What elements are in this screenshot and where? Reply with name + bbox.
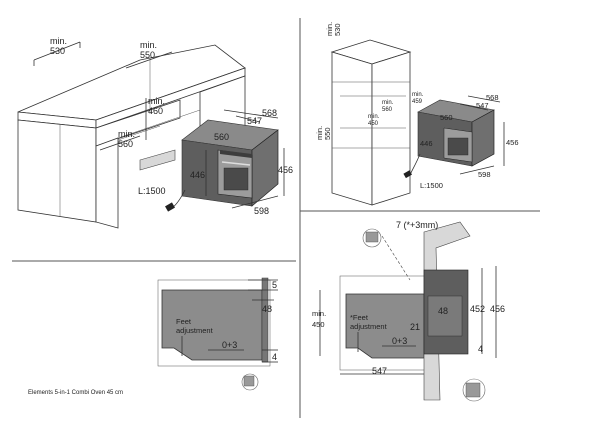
br-dim-547: 547 — [372, 366, 387, 376]
dim-min-560-b: 560 — [118, 139, 133, 149]
dim-min-550-a: min. — [140, 40, 157, 50]
bl-feet-a: Feet — [176, 317, 192, 326]
dim-min-460-b: 460 — [148, 106, 163, 116]
br-detail-top — [362, 228, 382, 248]
tr-min-560-a: min. — [382, 100, 394, 106]
tall-cab-side — [371, 51, 411, 206]
tr-min-560-b: 560 — [382, 107, 393, 113]
dim-568: 568 — [262, 108, 277, 118]
br-adj: 0+3 — [392, 336, 407, 346]
br-dim-21: 21 — [410, 322, 420, 332]
br-dim-4: 4 — [478, 344, 483, 354]
bl-detail-circle — [241, 373, 259, 391]
tr-min-450-a: min. — [368, 114, 380, 120]
dim-min-530-b: 530 — [50, 46, 65, 56]
br-feet-a: *Feet — [350, 313, 369, 322]
br-cabinet-wall — [423, 221, 471, 401]
tr-plug-icon — [403, 170, 412, 179]
br-dim-452: 452 — [470, 304, 485, 314]
tr-min-550-b: 550 — [323, 127, 332, 140]
br-min-450-a: min. — [312, 309, 326, 318]
bl-front-panel — [261, 277, 269, 363]
br-detail-bottom — [462, 378, 486, 402]
panel-top-right: min. 530 min. 459 min. 560 min. 450 min.… — [315, 22, 519, 206]
br-gap: 7 (*+3mm) — [396, 220, 438, 230]
tr-min-459-a: min. — [412, 92, 424, 98]
tr-dim-456: 456 — [506, 138, 519, 147]
bl-niche — [157, 279, 271, 367]
cabinet-rail — [95, 99, 181, 147]
tr-min-530-b: 530 — [333, 23, 342, 36]
dim-min-530-a: min. — [50, 36, 67, 46]
dim-min-550-b: 550 — [140, 50, 155, 60]
tr-power-cable — [409, 153, 421, 176]
br-dim-48: 48 — [438, 306, 448, 316]
dim-547: 547 — [247, 116, 262, 126]
panel-bottom-left: 5 48 4 Feet adjustment 0+3 — [157, 277, 278, 391]
panel-top-left: min. 530 min. 550 min. 460 min. 560 568 … — [17, 36, 293, 229]
bl-dim-4: 4 — [272, 352, 277, 362]
dim-min-560-a: min. — [118, 129, 135, 139]
dim-456: 456 — [278, 165, 293, 175]
bl-dim-5: 5 — [272, 280, 277, 290]
bl-adj: 0+3 — [222, 340, 237, 350]
caption: Elements 5-in-1 Combi Oven 45 cm — [28, 390, 123, 396]
tr-dim-560: 560 — [440, 113, 453, 122]
tr-min-459-b: 459 — [412, 99, 423, 105]
cabinet-post — [95, 137, 119, 229]
cabinet-left-front — [17, 119, 97, 223]
br-feet-b: adjustment — [350, 322, 388, 331]
dim-598: 598 — [254, 206, 269, 216]
tall-cab-front — [331, 51, 373, 206]
cabinet-base-slot — [139, 149, 176, 171]
cable-length: L:1500 — [138, 186, 166, 196]
panel-bottom-right: 48 7 (*+3mm) 452 456 min. 450 *Feet adju… — [312, 220, 505, 402]
br-min-450-b: 450 — [312, 320, 325, 329]
dim-min-460-a: min. — [148, 96, 165, 106]
tr-min-530-a: min. — [325, 22, 334, 36]
tr-dim-568: 568 — [486, 93, 499, 102]
dim-446: 446 — [190, 170, 205, 180]
tr-dim-547: 547 — [476, 101, 489, 110]
dim-560: 560 — [214, 132, 229, 142]
tr-cable-length: L:1500 — [420, 181, 443, 190]
tr-min-450-b: 450 — [368, 121, 379, 127]
bl-feet-b: adjustment — [176, 326, 214, 335]
tr-dim-598: 598 — [478, 170, 491, 179]
bl-dim-48: 48 — [262, 304, 272, 314]
tr-min-550-a: min. — [315, 126, 324, 140]
br-dim-456: 456 — [490, 304, 505, 314]
plug-icon — [165, 202, 175, 212]
tr-dim-446: 446 — [420, 139, 433, 148]
